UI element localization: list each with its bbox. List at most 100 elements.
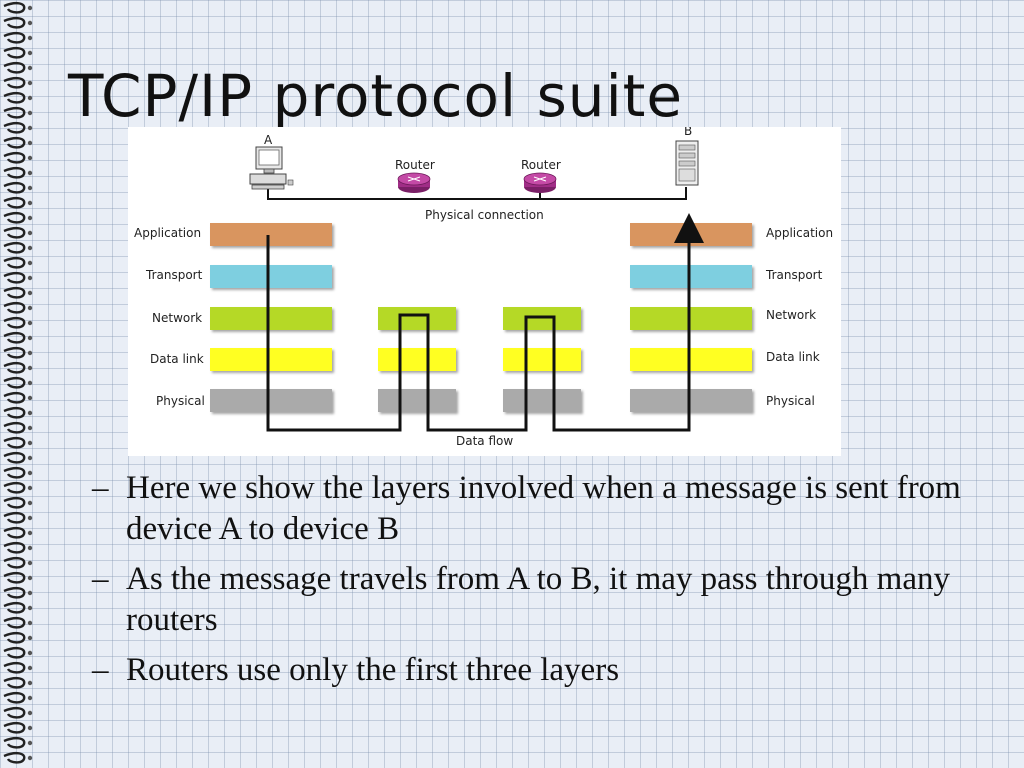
server-icon <box>675 140 699 186</box>
spiral-ring <box>3 406 26 419</box>
spiral-hole <box>27 65 33 71</box>
spiral-hole <box>27 20 33 26</box>
spiral-ring <box>3 511 26 524</box>
spiral-hole <box>27 620 33 626</box>
spiral-hole <box>27 725 33 731</box>
spiral-hole <box>27 440 33 446</box>
device-a-label: A <box>264 133 273 147</box>
spiral-hole <box>27 95 33 101</box>
spiral-hole <box>27 560 33 566</box>
spiral-ring <box>3 16 26 29</box>
spiral-ring <box>3 106 26 119</box>
layer-label-application-left: Application <box>134 226 201 240</box>
spiral-hole <box>27 200 33 206</box>
layer-physical-b <box>630 389 752 412</box>
spiral-hole <box>27 125 33 131</box>
spiral-ring <box>3 661 26 674</box>
spiral-hole <box>27 365 33 371</box>
layer-physical-a <box>210 389 332 412</box>
layer-label-physical-right: Physical <box>766 394 815 408</box>
spiral-hole <box>27 470 33 476</box>
spiral-hole <box>27 740 33 746</box>
spiral-ring <box>3 436 26 449</box>
spiral-ring <box>3 61 26 74</box>
spiral-ring <box>3 421 26 434</box>
spiral-ring <box>3 541 26 554</box>
spiral-hole <box>27 140 33 146</box>
layer-network-b <box>630 307 752 330</box>
spiral-hole <box>27 215 33 221</box>
layer-label-network-right: Network <box>766 308 816 322</box>
bullet-text: Routers use only the first three layers <box>126 652 620 688</box>
layer-application-a <box>210 223 332 246</box>
bullet-item: – Routers use only the first three layer… <box>92 650 992 691</box>
spiral-hole <box>27 395 33 401</box>
slide-title: TCP/IP protocol suite <box>68 62 684 130</box>
layer-label-application-right: Application <box>766 226 833 240</box>
layer-transport-b <box>630 265 752 288</box>
layer-data-link-a <box>210 348 332 371</box>
bullet-text: Here we show the layers involved when a … <box>126 470 961 547</box>
spiral-hole <box>27 50 33 56</box>
layer-label-data-link-left: Data link <box>150 352 204 366</box>
layer-label-physical-left: Physical <box>156 394 205 408</box>
spiral-hole <box>27 425 33 431</box>
spiral-ring <box>3 706 26 719</box>
spiral-hole <box>27 245 33 251</box>
spiral-ring <box>3 166 26 179</box>
device-b-label: B <box>684 127 692 138</box>
bullet-dash: – <box>92 652 109 688</box>
router-label-1: Router <box>395 158 435 172</box>
spiral-ring <box>3 76 26 89</box>
router-label-2: Router <box>521 158 561 172</box>
spiral-ring <box>3 271 26 284</box>
spiral-ring <box>3 616 26 629</box>
spiral-ring <box>3 631 26 644</box>
spiral-hole <box>27 455 33 461</box>
router1-layer-physical <box>378 389 456 412</box>
spiral-hole <box>27 380 33 386</box>
spiral-hole <box>27 185 33 191</box>
spiral-hole <box>27 710 33 716</box>
spiral-ring <box>3 331 26 344</box>
spiral-hole <box>27 500 33 506</box>
spiral-hole <box>27 635 33 641</box>
spiral-hole <box>27 485 33 491</box>
spiral-ring <box>3 496 26 509</box>
spiral-ring <box>3 691 26 704</box>
router1-layer-network <box>378 307 456 330</box>
layer-transport-a <box>210 265 332 288</box>
router2-layer-data-link <box>503 348 581 371</box>
data-flow-label: Data flow <box>456 434 513 448</box>
layer-label-network-left: Network <box>152 311 202 325</box>
spiral-ring <box>3 151 26 164</box>
router-icon <box>523 172 557 193</box>
spiral-hole <box>27 5 33 11</box>
tcp-ip-diagram: A B Router Router Physical connection <box>128 127 841 456</box>
spiral-hole <box>27 530 33 536</box>
spiral-ring <box>3 196 26 209</box>
spiral-ring <box>3 586 26 599</box>
router2-layer-physical <box>503 389 581 412</box>
spiral-ring <box>3 721 26 734</box>
spiral-ring <box>3 1 26 14</box>
spiral-ring <box>3 121 26 134</box>
bullet-item: – Here we show the layers involved when … <box>92 468 992 550</box>
spiral-ring <box>3 646 26 659</box>
spiral-hole <box>27 665 33 671</box>
spiral-hole <box>27 680 33 686</box>
layer-label-transport-right: Transport <box>765 268 823 282</box>
spiral-ring <box>3 31 26 44</box>
layer-label-transport-left: Transport <box>145 268 203 282</box>
router-icon <box>397 172 431 193</box>
spiral-hole <box>27 545 33 551</box>
spiral-ring <box>3 601 26 614</box>
notebook-spiral-binding <box>3 1 33 764</box>
spiral-ring <box>3 226 26 239</box>
computer-icon <box>249 146 294 190</box>
spiral-hole <box>27 515 33 521</box>
spiral-ring <box>3 751 26 764</box>
layer-data-link-b <box>630 348 752 371</box>
spiral-ring <box>3 316 26 329</box>
spiral-hole <box>27 575 33 581</box>
